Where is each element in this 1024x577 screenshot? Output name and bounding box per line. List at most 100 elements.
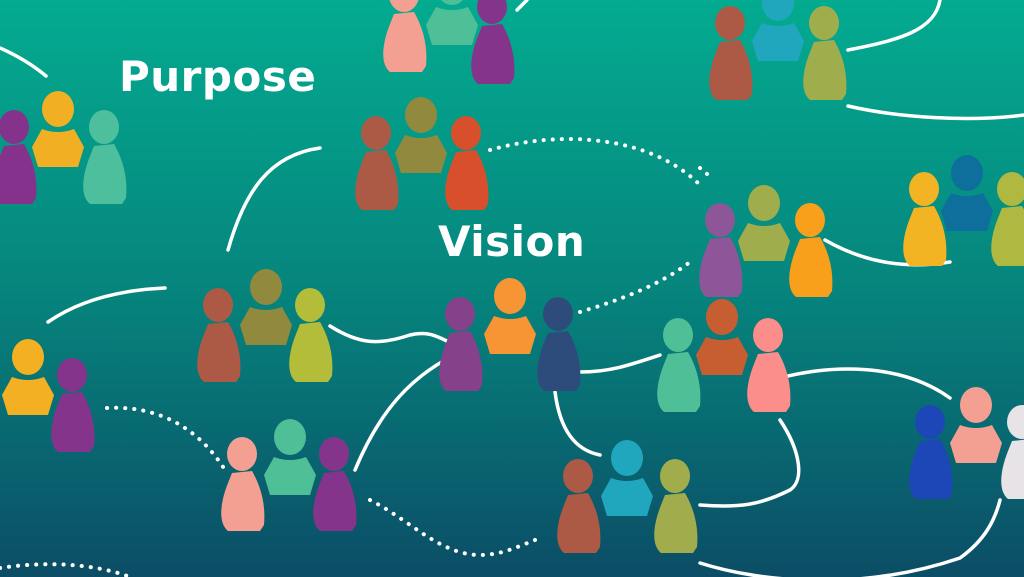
person-icon xyxy=(426,0,478,45)
connector-line xyxy=(0,46,48,78)
person-body xyxy=(313,471,357,531)
group-bottom-center xyxy=(557,440,698,553)
connector-line xyxy=(353,358,447,472)
person-head xyxy=(543,297,573,331)
person-head xyxy=(753,318,783,352)
group-bottom-right xyxy=(909,387,1024,499)
dotted-connector xyxy=(698,166,714,182)
group-vision xyxy=(439,278,581,391)
person-body xyxy=(909,439,953,499)
person-icon xyxy=(699,203,743,297)
person-body xyxy=(197,322,241,382)
person-body xyxy=(557,493,601,553)
person-icon xyxy=(313,437,357,531)
person-body xyxy=(903,206,947,266)
person-head xyxy=(42,91,74,127)
person-icon xyxy=(903,172,947,266)
person-icon xyxy=(747,318,791,412)
connector-line xyxy=(553,390,602,457)
person-head xyxy=(563,459,593,493)
person-icon xyxy=(537,297,581,391)
person-icon xyxy=(657,318,701,412)
person-head xyxy=(762,0,794,21)
group-right-purple xyxy=(699,185,833,297)
person-icon xyxy=(197,288,241,382)
person-head xyxy=(795,203,825,237)
person-head xyxy=(445,297,475,331)
connector-line xyxy=(778,367,952,400)
person-body xyxy=(0,144,37,204)
person-icon xyxy=(941,155,993,231)
person-body xyxy=(803,40,847,100)
person-body xyxy=(439,331,483,391)
person-head xyxy=(0,110,29,144)
dotted-connector xyxy=(488,137,702,187)
person-head xyxy=(997,172,1024,206)
person-body xyxy=(32,129,84,167)
group-far-left xyxy=(2,339,95,452)
person-icon xyxy=(439,297,483,391)
person-icon xyxy=(240,269,292,345)
person-body xyxy=(471,24,515,84)
person-icon xyxy=(738,185,790,261)
person-head xyxy=(361,116,391,150)
person-icon xyxy=(601,440,653,516)
person-icon xyxy=(752,0,804,61)
person-head xyxy=(960,387,992,423)
dotted-connector xyxy=(0,562,132,577)
group-left-middle xyxy=(197,269,333,382)
person-head xyxy=(440,0,464,5)
person-head xyxy=(809,6,839,40)
person-icon xyxy=(484,278,536,354)
person-icon xyxy=(83,110,127,204)
person-body xyxy=(1001,439,1024,499)
people-groups xyxy=(0,0,1024,553)
person-body xyxy=(699,237,743,297)
connector-line xyxy=(846,104,1024,121)
person-body xyxy=(537,331,581,391)
connector-line xyxy=(46,286,167,324)
connector-line xyxy=(698,498,1002,577)
person-body xyxy=(264,457,316,495)
connector-line xyxy=(328,324,457,347)
person-head xyxy=(611,440,643,476)
person-head xyxy=(227,437,257,471)
person-body xyxy=(51,392,95,452)
person-head xyxy=(405,97,437,133)
person-body xyxy=(355,150,399,210)
person-icon xyxy=(221,437,265,531)
group-right-yellow xyxy=(903,155,1024,266)
person-icon xyxy=(709,6,753,100)
person-icon xyxy=(789,203,833,297)
person-head xyxy=(319,437,349,471)
person-body xyxy=(383,12,427,72)
person-head xyxy=(274,419,306,455)
person-icon xyxy=(909,405,953,499)
dotted-connector xyxy=(578,260,692,314)
person-head xyxy=(89,110,119,144)
person-head xyxy=(706,299,738,335)
person-icon xyxy=(654,459,698,553)
connector-line xyxy=(515,0,529,12)
person-icon xyxy=(355,116,399,210)
person-head xyxy=(295,288,325,322)
person-icon xyxy=(557,459,601,553)
person-icon xyxy=(1001,405,1024,499)
person-icon xyxy=(51,358,95,452)
person-body xyxy=(709,40,753,100)
person-body xyxy=(445,150,489,210)
person-body xyxy=(696,337,748,375)
group-top-center xyxy=(383,0,515,84)
connector-line xyxy=(226,146,322,252)
person-icon xyxy=(991,172,1024,266)
person-head xyxy=(12,339,44,375)
connector-line xyxy=(846,0,942,52)
dotted-connector xyxy=(105,405,227,472)
person-head xyxy=(57,358,87,392)
person-head xyxy=(951,155,983,191)
person-icon xyxy=(289,288,333,382)
person-body xyxy=(221,471,265,531)
person-body xyxy=(991,206,1024,266)
person-body xyxy=(83,144,127,204)
